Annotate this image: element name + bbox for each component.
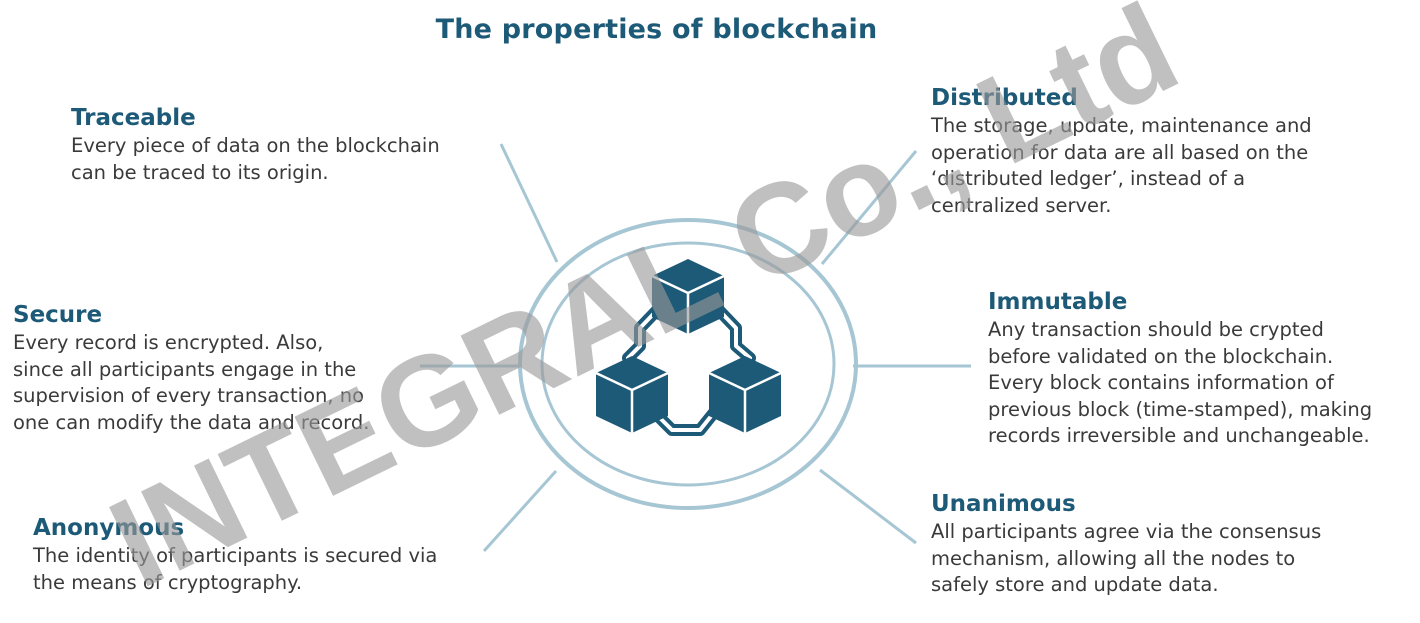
property-anonymous: Anonymous The identity of participants i…	[33, 514, 437, 596]
description-line: centralized server.	[931, 193, 1112, 217]
description-line: mechanism, allowing all the nodes to	[931, 546, 1296, 570]
description-line: ‘distributed ledger’, instead of a	[931, 167, 1246, 190]
description-line: Every record is encrypted. Also,	[13, 331, 324, 354]
property-heading: Immutable	[988, 289, 1128, 315]
property-description: Every record is encrypted. Also, since a…	[13, 330, 369, 436]
description-line: operation for data are all based on the	[931, 140, 1309, 164]
property-heading: Traceable	[71, 105, 196, 131]
property-description: The identity of participants is secured …	[33, 543, 437, 596]
description-line: The storage, update, maintenance and	[931, 114, 1312, 137]
property-unanimous: Unanimous All participants agree via the…	[931, 490, 1321, 599]
property-description: All participants agree via the consensus…	[931, 519, 1321, 599]
property-heading: Distributed	[931, 85, 1078, 111]
connector-distributed	[820, 150, 918, 265]
top-block	[651, 259, 725, 334]
description-line: safely store and update data.	[931, 573, 1219, 596]
inner-ring	[540, 241, 836, 487]
connector-traceable	[499, 143, 559, 263]
blockchain-blocks-icon	[595, 259, 782, 436]
bottom-right-block	[708, 356, 782, 433]
property-heading: Unanimous	[931, 491, 1076, 517]
page-title: The properties of blockchain	[435, 14, 878, 45]
property-heading: Secure	[13, 302, 103, 328]
connector-anonymous	[482, 469, 558, 553]
description-line: Any transaction should be crypted	[988, 318, 1324, 341]
property-immutable: Immutable Any transaction should be cryp…	[988, 288, 1372, 450]
description-line: supervision of every transaction, no	[13, 384, 365, 407]
outer-ring	[518, 218, 858, 510]
description-line: the means of cryptography.	[33, 570, 303, 594]
description-line: since all participants engage in the	[13, 357, 357, 381]
description-line: one can modify the data and record.	[13, 410, 370, 434]
property-heading: Anonymous	[33, 515, 185, 541]
property-description: Any transaction should be crypted before…	[988, 317, 1372, 450]
property-description: Every piece of data on the blockchain ca…	[71, 133, 440, 186]
connector-unanimous	[819, 468, 917, 545]
description-line: records irreversible and unchangeable.	[988, 424, 1370, 447]
property-description: The storage, update, maintenance and ope…	[931, 113, 1312, 219]
description-line: The identity of participants is secured …	[33, 544, 438, 567]
description-line: Every piece of data on the blockchain	[71, 134, 440, 157]
property-secure: Secure Every record is encrypted. Also, …	[13, 301, 369, 436]
description-line: All participants agree via the consensus	[931, 520, 1322, 543]
description-line: previous block (time-stamped), making	[988, 397, 1373, 421]
bottom-left-block	[595, 356, 669, 433]
connector-lines	[420, 143, 971, 553]
property-distributed: Distributed The storage, update, mainten…	[931, 84, 1312, 219]
description-line: before validated on the blockchain.	[988, 344, 1334, 368]
description-line: Every block contains information of	[988, 371, 1334, 394]
property-traceable: Traceable Every piece of data on the blo…	[71, 104, 440, 186]
description-line: can be traced to its origin.	[71, 160, 329, 184]
